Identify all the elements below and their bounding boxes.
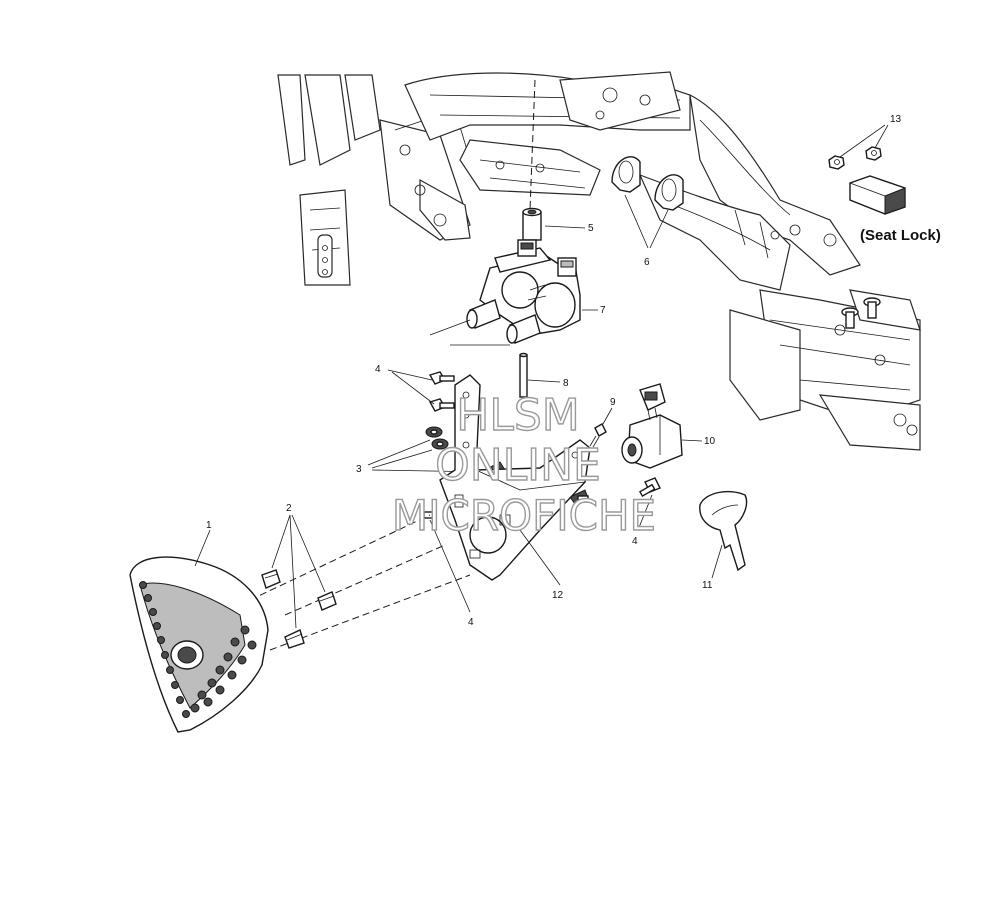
watermark-line-2: ONLINE [435,440,601,491]
part-5-spacer [522,207,542,241]
leader-11 [711,544,723,579]
dashed-assembly-1 [249,514,431,601]
callout-11: 11 [702,580,713,591]
frame-studs [841,297,881,329]
part-4-bolts-upper [428,371,455,412]
leader-7 [429,309,598,346]
leader-2 [271,514,326,629]
dashed-assembly-2 [284,544,446,616]
part-12-bracket [439,374,591,581]
callout-12: 12 [552,590,564,601]
part-7-valve-assembly [466,239,581,344]
part-11-key [699,490,748,572]
part-13-nuts [828,146,882,170]
motorcycle-frame [277,71,921,451]
callout-13: 13 [890,114,902,125]
callout-4a: 4 [375,364,381,375]
leader-4c [637,494,653,531]
callout-2: 2 [286,503,292,514]
part-10-ignition-switch [621,383,683,469]
callout-3: 3 [356,464,362,475]
callout-5: 5 [588,223,594,234]
callout-4b: 4 [468,617,474,628]
callout-6: 6 [644,257,650,268]
part-1-cover [129,556,269,733]
callout-8: 8 [563,378,569,389]
callout-9: 9 [610,397,616,408]
callout-1: 1 [206,520,212,531]
seat-lock-block [849,175,906,215]
callout-4c: 4 [632,536,638,547]
part-6-clamps [611,156,684,211]
leader-13 [839,124,889,158]
leader-5 [544,225,586,229]
part-2-clips [261,569,337,649]
watermark: HLSM ONLINE MICROFICHE [391,389,657,540]
dashed-assembly-3 [269,574,471,651]
part-4-bolt-right [638,477,661,498]
seat-lock-label: (Seat Lock) [860,227,941,244]
leader-9 [602,407,613,425]
leader-4b [429,519,471,613]
leader-4a [387,369,435,405]
callout-10: 10 [704,436,716,447]
callout-7: 7 [600,305,606,316]
part-9-screw [589,423,607,448]
cover-holes [139,581,257,718]
leader-8 [527,379,561,383]
watermark-line-3: MICROFICHE [392,491,656,540]
leader-12 [519,529,561,586]
watermark-line-1: HLSM [456,390,580,441]
leader-6 [624,194,669,249]
leader-10 [681,439,703,442]
leader-1 [194,529,211,567]
part-8-pin [519,352,528,398]
